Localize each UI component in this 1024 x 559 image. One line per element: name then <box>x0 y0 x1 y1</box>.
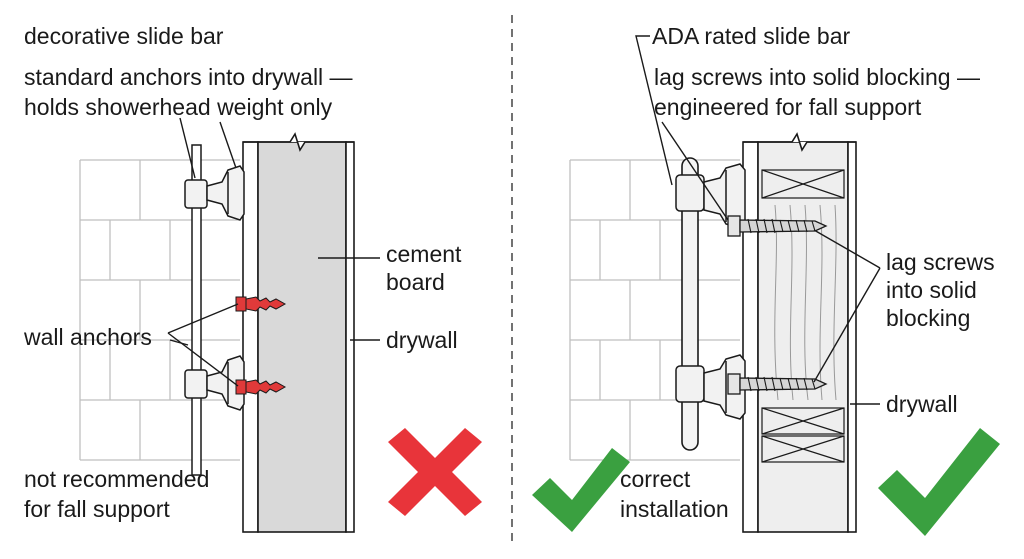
leader-ada-slide-bar <box>635 35 673 186</box>
label-correct-2: installation <box>620 496 729 522</box>
red-x-icon <box>388 428 482 516</box>
leader-anchors-drywall <box>219 121 237 169</box>
right-panel: ADA rated slide bar lag screws into soli… <box>532 23 1000 536</box>
blocking-cross-bottom <box>761 407 845 463</box>
decorative-slide-bar <box>191 144 202 476</box>
label-anchors-line2: holds showerhead weight only <box>24 94 333 120</box>
break-mark-top-right <box>743 132 856 152</box>
leader-wall-anchors-lower <box>167 332 239 387</box>
brick-wall-right <box>569 159 740 461</box>
upper-bracket-left <box>184 165 245 221</box>
blocking-cross-top <box>761 169 845 199</box>
label-lag-line1: lag screws into solid blocking — <box>654 64 980 90</box>
leader-slide-bar <box>179 117 196 179</box>
green-check-icon <box>878 428 1000 536</box>
label-lag-screws-1: lag screws <box>886 249 995 275</box>
drywall-layer-left <box>242 141 259 533</box>
lower-bracket-left <box>184 355 245 411</box>
drywall-back-right <box>847 141 857 533</box>
wall-anchor-lower <box>235 379 287 395</box>
green-check-icon-small <box>532 448 630 532</box>
lower-bracket-right <box>675 354 746 420</box>
label-lag-screws-3: blocking <box>886 305 970 331</box>
label-decorative-slide-bar: decorative slide bar <box>24 23 224 49</box>
wall-anchor-upper <box>235 296 287 312</box>
brick-wall-left <box>79 159 240 461</box>
lag-screw-lower <box>727 373 828 395</box>
label-ada-slide-bar: ADA rated slide bar <box>652 23 851 49</box>
leader-lag-screws-lower <box>813 267 881 383</box>
label-wall-anchors: wall anchors <box>23 324 152 350</box>
leader-lag-screws-upper <box>813 229 881 269</box>
label-lag-screws-2: into solid <box>886 277 977 303</box>
left-panel: decorative slide bar standard anchors in… <box>23 23 482 533</box>
label-not-recommended-2: for fall support <box>24 496 170 522</box>
break-mark-top-left <box>243 132 354 152</box>
label-correct-1: correct <box>620 466 691 492</box>
lag-screw-upper <box>727 215 828 237</box>
drywall-back-left <box>345 141 355 533</box>
upper-bracket-right <box>675 163 746 229</box>
leader-lag-drywall <box>661 121 729 221</box>
label-anchors-line1: standard anchors into drywall — <box>24 64 353 90</box>
label-drywall-right: drywall <box>886 391 958 417</box>
leader-anchor-arrow-a <box>169 339 189 346</box>
cement-board <box>257 141 347 533</box>
leader-wall-anchors-upper <box>167 303 239 334</box>
label-drywall-left: drywall <box>386 327 458 353</box>
solid-blocking <box>757 141 849 533</box>
label-cement-board-2: board <box>386 269 445 295</box>
label-cement-board-1: cement <box>386 241 462 267</box>
label-lag-line2: engineered for fall support <box>654 94 922 120</box>
label-not-recommended-1: not recommended <box>24 466 209 492</box>
